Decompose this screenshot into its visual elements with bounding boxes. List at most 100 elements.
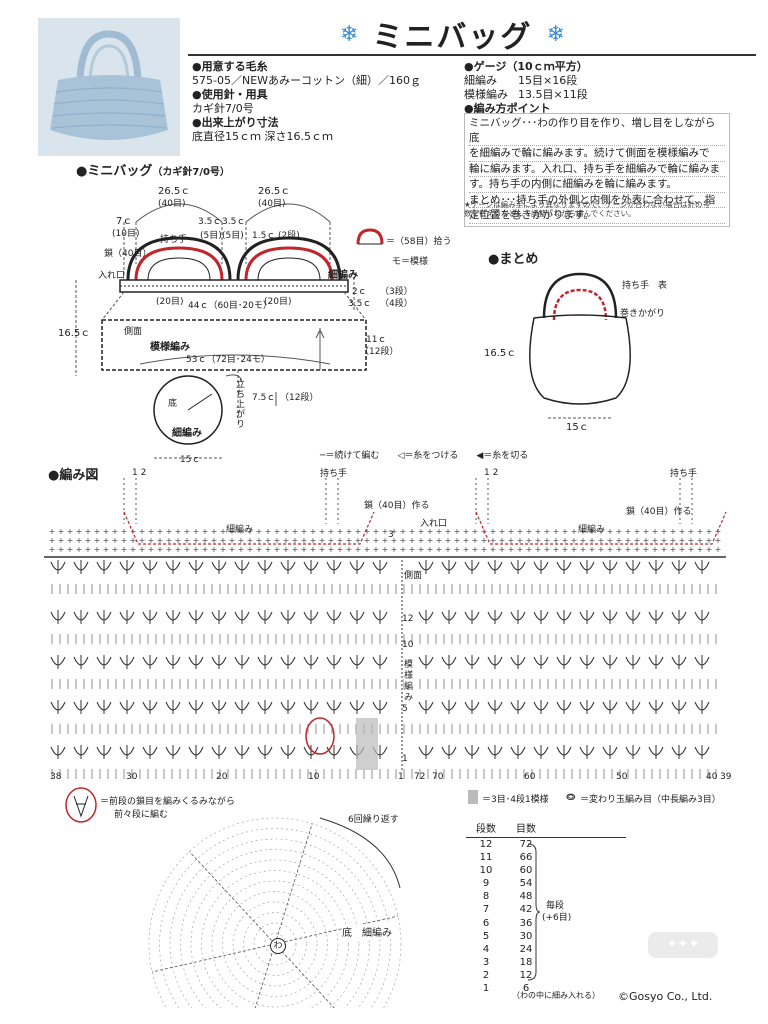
handle-cols-a: 1 2 — [132, 468, 147, 478]
legend-cut: ◀＝糸を切る — [476, 451, 529, 461]
dim-label: （3段） — [380, 287, 413, 297]
puff-stitch — [441, 560, 457, 574]
puff-stitch — [73, 610, 89, 624]
sc-stitch: + — [463, 545, 470, 554]
sc-stitch: + — [463, 536, 470, 545]
puff-stitch — [119, 655, 135, 669]
puff-stitch — [142, 745, 158, 759]
sc-stitch: + — [211, 545, 218, 554]
finish-height: 16.5ｃ — [484, 348, 517, 359]
sc-stitch: + — [418, 545, 425, 554]
sc-stitch: + — [175, 527, 182, 536]
sc-stitch: + — [553, 545, 560, 554]
sc-stitch: + — [598, 527, 605, 536]
puff-stitch — [50, 610, 66, 624]
puff-stitch — [602, 560, 618, 574]
sc-stitch: + — [202, 527, 209, 536]
sc-stitch: + — [697, 536, 704, 545]
puff-stitch — [602, 610, 618, 624]
puff-stitch — [50, 655, 66, 669]
sc-stitch: + — [697, 527, 704, 536]
sc-stitch: + — [265, 545, 272, 554]
sc-stitch: + — [436, 536, 443, 545]
puff-stitch — [234, 700, 250, 714]
sc-stitch: + — [274, 545, 281, 554]
puff-stitch — [303, 610, 319, 624]
sc-stitch: + — [229, 545, 236, 554]
sc-stitch: + — [391, 536, 398, 545]
sc-stitch: + — [526, 527, 533, 536]
puff-stitch — [280, 610, 296, 624]
increase-spoke — [274, 823, 313, 945]
sc-stitch: + — [472, 545, 479, 554]
gauge-note: ★ゲージは編み手により異なりますので、ゲージが合わない場合は針の号 数を替えるな… — [464, 200, 710, 218]
puff-stitch — [464, 655, 480, 669]
puff-stitch — [648, 610, 664, 624]
col-mark: 70 — [432, 772, 444, 782]
sc-stitch: + — [499, 545, 506, 554]
sc-stitch: + — [454, 536, 461, 545]
puff-stitch — [671, 610, 687, 624]
points-heading: 編み方ポイント — [464, 102, 744, 116]
puff-stitch — [119, 560, 135, 574]
sc-stitch: + — [427, 545, 434, 554]
table-header: 段数目数 — [466, 820, 626, 838]
puff-stitch — [625, 700, 641, 714]
sc-b-label: 細編み — [578, 525, 606, 535]
round-ring — [180, 849, 370, 1008]
sc-stitch: + — [148, 527, 155, 536]
row-mark: 12 — [402, 614, 414, 624]
puff-stitch — [211, 655, 227, 669]
puff-stitch — [326, 610, 342, 624]
sc-stitch: + — [238, 527, 245, 536]
sc-stitch: + — [121, 527, 128, 536]
sc-stitch: + — [391, 545, 398, 554]
puff-stitch — [487, 610, 503, 624]
dim-label: 1.5ｃ — [252, 231, 276, 241]
opening-chart-label: 入れ口 — [420, 519, 448, 529]
sc-stitch: + — [166, 545, 173, 554]
sc-stitch: + — [184, 527, 191, 536]
puff-legend: ＝変わり玉編み目（中長編み3目） — [580, 795, 721, 805]
puff-stitch — [464, 610, 480, 624]
puff-stitch — [50, 700, 66, 714]
sc-stitch: + — [508, 545, 515, 554]
yarn-text: 575-05／NEWあみーコットン（細）／160ｇ — [192, 74, 422, 87]
puff-stitch — [326, 745, 342, 759]
sc-stitch: + — [49, 536, 56, 545]
sc-stitch: + — [211, 527, 218, 536]
puff-stitch — [533, 560, 549, 574]
sc-stitch: + — [337, 527, 344, 536]
puff-stitch — [349, 655, 365, 669]
puff-stitch — [694, 745, 710, 759]
puff-stitch — [372, 655, 388, 669]
inc-label-b: (+6目) — [542, 913, 572, 923]
snowflake-icon: ❄ — [546, 21, 565, 47]
sc-stitch: + — [157, 536, 164, 545]
puff-stitch — [73, 560, 89, 574]
handle-b-label: 持ち手 — [670, 469, 698, 479]
sc-stitch: + — [166, 527, 173, 536]
sc-stitch: + — [274, 527, 281, 536]
puff-stitch-icon: ⭖ — [566, 790, 576, 804]
inc-label-a: 毎段 — [546, 901, 565, 911]
puff-stitch — [487, 655, 503, 669]
sc-stitch: + — [193, 545, 200, 554]
increase-spoke — [274, 943, 335, 1008]
puff-stitch — [257, 560, 273, 574]
sc-stitch: + — [328, 545, 335, 554]
sc-stitch: + — [490, 545, 497, 554]
handle-a-label: 持ち手 — [320, 469, 348, 479]
sc-stitch: + — [103, 545, 110, 554]
sc-stitch: + — [166, 536, 173, 545]
schematic-heading: ミニバッグ（カギ針7/0号） — [76, 160, 230, 179]
sc-stitch: + — [283, 536, 290, 545]
sc-stitch: + — [382, 545, 389, 554]
motif-legend: モ＝模様 — [392, 257, 429, 267]
sc-stitch: + — [517, 545, 524, 554]
puff-stitch — [487, 560, 503, 574]
sc-stitch: + — [373, 527, 380, 536]
sc-stitch: + — [643, 545, 650, 554]
puff-stitch — [119, 700, 135, 714]
